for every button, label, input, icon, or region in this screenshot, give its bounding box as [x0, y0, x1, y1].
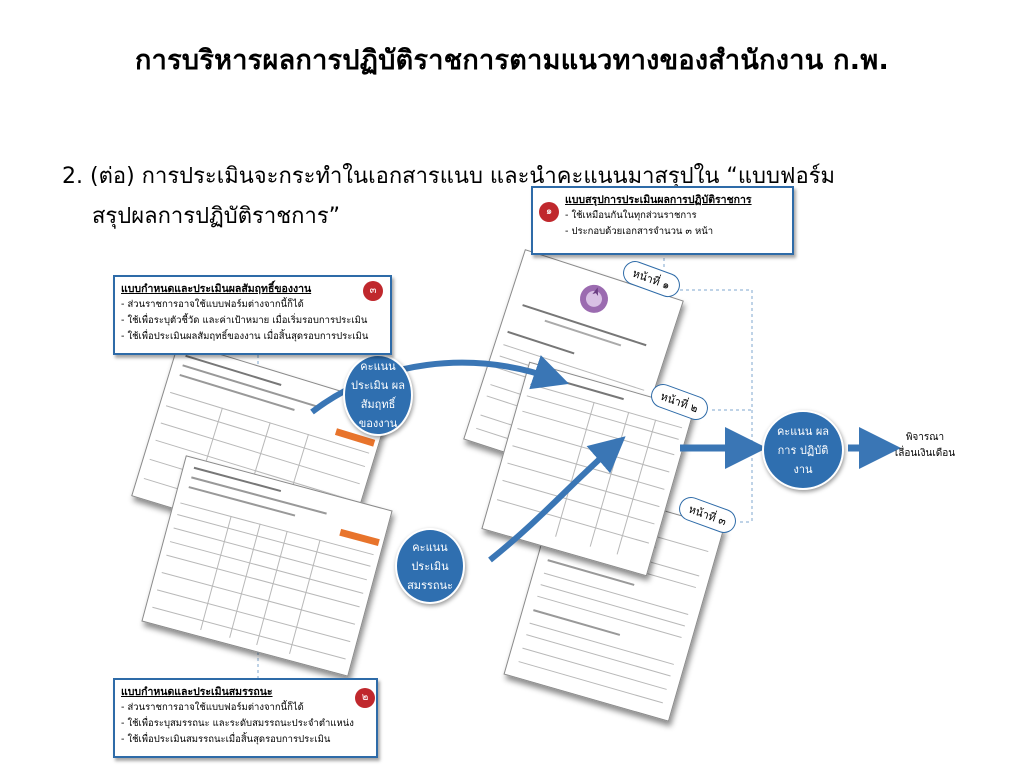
- competency-score-circle: คะแนน ประเมิน สมรรถนะ: [395, 528, 465, 604]
- badge-1: ๑: [539, 202, 559, 222]
- achievement-callout-item-3: - ใช้เพื่อประเมินผลสัมฤทธิ์ของงาน เมื่อส…: [121, 331, 369, 342]
- performance-score-label: คะแนน ผลการ ปฏิบัติงาน: [776, 424, 830, 476]
- salary-decision-line-1: พิจารณา: [905, 432, 945, 443]
- achievement-score-circle: คะแนน ประเมิน ผลสัมฤทธิ์ ของงาน: [343, 354, 413, 436]
- achievement-callout-item-1: - ส่วนราชการอาจใช้แบบฟอร์มต่างจากนี้ก็ได…: [121, 299, 304, 310]
- page-title: การบริหารผลการปฏิบัติราชการตามแนวทางของส…: [134, 45, 890, 76]
- competency-callout-item-3: - ใช้เพื่อประเมินสมรรถนะเมื่อสิ้นสุดรอบก…: [121, 734, 331, 745]
- summary-callout-heading: แบบสรุปการประเมินผลการปฏิบัติราชการ: [565, 194, 752, 206]
- achievement-callout-item-2: - ใช้เพื่อระบุตัวชี้วัด และค่าเป้าหมาย เ…: [121, 315, 368, 326]
- summary-form-page-1: [463, 249, 684, 491]
- competency-callout-item-2: - ใช้เพื่อระบุสมรรถนะ และระดับสมรรถนะประ…: [121, 718, 354, 729]
- competency-form-callout: ๒ แบบกำหนดและประเมินสมรรถนะ - ส่วนราชการ…: [113, 678, 378, 758]
- performance-score-circle: คะแนน ผลการ ปฏิบัติงาน: [762, 410, 844, 490]
- achievement-score-label: คะแนน ประเมิน ผลสัมฤทธิ์ ของงาน: [350, 360, 405, 430]
- achievement-to-page2-arrow: [310, 355, 570, 415]
- subtitle-line-1: 2. (ต่อ) การประเมินจะกระทำในเอกสารแนบ แล…: [62, 164, 836, 189]
- summary-callout-item-1: - ใช้เหมือนกันในทุกส่วนราชการ: [565, 210, 697, 221]
- badge-3: ๓: [363, 281, 383, 301]
- subtitle-line-2: สรุปผลการปฏิบัติราชการ”: [92, 204, 341, 229]
- salary-decision-label: พิจารณา เลื่อนเงินเดือน: [880, 430, 970, 462]
- badge-2: ๒: [355, 688, 375, 708]
- achievement-form-callout: ๓ แบบกำหนดและประเมินผลสัมฤทธิ์ของงาน - ส…: [113, 275, 392, 355]
- competency-to-page2-arrow: [488, 436, 626, 563]
- subtitle: 2. (ต่อ) การประเมินจะกระทำในเอกสารแนบ แล…: [62, 157, 962, 237]
- salary-decision-line-2: เลื่อนเงินเดือน: [894, 448, 956, 459]
- emblem-icon: [579, 284, 608, 313]
- competency-score-label: คะแนน ประเมิน สมรรถนะ: [407, 540, 453, 592]
- competency-callout-heading: แบบกำหนดและประเมินสมรรถนะ: [121, 686, 273, 698]
- achievement-callout-heading: แบบกำหนดและประเมินผลสัมฤทธิ์ของงาน: [121, 283, 312, 295]
- competency-callout-item-1: - ส่วนราชการอาจใช้แบบฟอร์มต่างจากนี้ก็ได…: [121, 702, 304, 713]
- summary-callout-item-2: - ประกอบด้วยเอกสารจำนวน ๓ หน้า: [565, 226, 714, 237]
- summary-form-callout: ๑ แบบสรุปการประเมินผลการปฏิบัติราชการ - …: [531, 186, 794, 255]
